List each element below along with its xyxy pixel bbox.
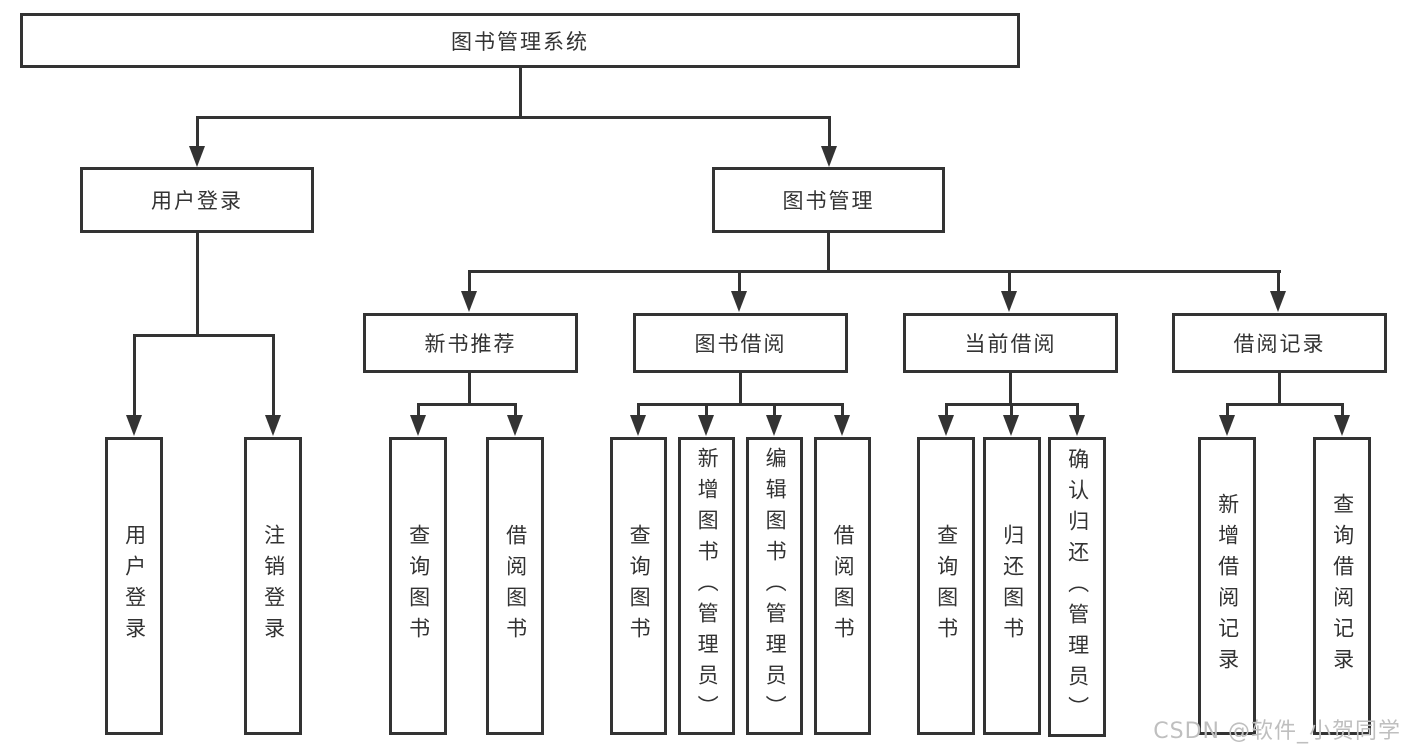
leaf-query-books-current-label: 查询图书 bbox=[934, 524, 959, 648]
connector-line bbox=[739, 373, 742, 406]
connector-line bbox=[196, 116, 199, 148]
leaf-query-books-recommend-label: 查询图书 bbox=[406, 524, 431, 648]
connector-line bbox=[519, 68, 522, 118]
connector-line bbox=[468, 373, 471, 406]
connector-line bbox=[1277, 270, 1280, 294]
connector-line bbox=[945, 403, 948, 418]
connector-line bbox=[841, 403, 844, 418]
arrow-down-icon bbox=[1334, 415, 1350, 436]
arrow-down-icon bbox=[126, 415, 142, 436]
connector-line bbox=[468, 270, 1281, 273]
connector-line bbox=[1226, 403, 1344, 406]
connector-line bbox=[637, 403, 640, 418]
connector-line bbox=[272, 334, 275, 417]
leaf-borrow-books: 借阅图书 bbox=[814, 437, 871, 735]
leaf-logout-login-label: 注销登录 bbox=[261, 524, 286, 648]
node-new-book-recommend: 新书推荐 bbox=[363, 313, 578, 373]
leaf-return-books: 归还图书 bbox=[983, 437, 1041, 735]
connector-line bbox=[196, 116, 831, 119]
connector-line bbox=[1341, 403, 1344, 418]
connector-line bbox=[637, 403, 844, 406]
arrow-down-icon bbox=[630, 415, 646, 436]
leaf-confirm-return-admin: 确认归还（管理员） bbox=[1048, 437, 1106, 737]
arrow-down-icon bbox=[1270, 291, 1286, 312]
leaf-edit-books-admin: 编辑图书（管理员） bbox=[746, 437, 803, 735]
arrow-down-icon bbox=[1069, 415, 1085, 436]
node-borrow-records: 借阅记录 bbox=[1172, 313, 1387, 373]
connector-line bbox=[468, 270, 471, 294]
node-user-login-label: 用户登录 bbox=[151, 189, 243, 213]
leaf-borrow-books-recommend: 借阅图书 bbox=[486, 437, 544, 735]
node-current-borrow: 当前借阅 bbox=[903, 313, 1118, 373]
leaf-query-books-borrow: 查询图书 bbox=[610, 437, 667, 735]
csdn-watermark: CSDN @软件_小贺同学 bbox=[1153, 719, 1401, 744]
arrow-down-icon bbox=[410, 415, 426, 436]
node-book-management: 图书管理 bbox=[712, 167, 945, 233]
connector-line bbox=[705, 403, 708, 418]
arrow-down-icon bbox=[834, 415, 850, 436]
node-book-borrow-label: 图书借阅 bbox=[694, 332, 787, 356]
leaf-borrow-books-label: 借阅图书 bbox=[831, 524, 856, 648]
leaf-add-books-admin: 新增图书（管理员） bbox=[678, 437, 735, 735]
arrow-down-icon bbox=[731, 291, 747, 312]
connector-line bbox=[738, 270, 741, 294]
connector-line bbox=[1010, 403, 1013, 418]
leaf-borrow-books-recommend-label: 借阅图书 bbox=[503, 524, 528, 648]
node-new-book-recommend-label: 新书推荐 bbox=[424, 332, 517, 356]
node-borrow-records-label: 借阅记录 bbox=[1233, 332, 1326, 356]
leaf-query-borrow-record: 查询借阅记录 bbox=[1313, 437, 1371, 735]
leaf-add-borrow-record-label: 新增借阅记录 bbox=[1215, 493, 1240, 679]
arrow-down-icon bbox=[461, 291, 477, 312]
connector-line bbox=[133, 334, 136, 417]
arrow-down-icon bbox=[507, 415, 523, 436]
connector-line bbox=[1226, 403, 1229, 418]
leaf-query-books-current: 查询图书 bbox=[917, 437, 975, 735]
leaf-confirm-return-admin-label: 确认归还（管理员） bbox=[1065, 447, 1090, 727]
leaf-logout-login: 注销登录 bbox=[244, 437, 302, 735]
leaf-user-login-label: 用户登录 bbox=[122, 524, 147, 648]
arrow-down-icon bbox=[265, 415, 281, 436]
arrow-down-icon bbox=[698, 415, 714, 436]
leaf-edit-books-admin-label: 编辑图书（管理员） bbox=[763, 446, 788, 726]
connector-line bbox=[773, 403, 776, 418]
node-user-login: 用户登录 bbox=[80, 167, 314, 233]
leaf-add-borrow-record: 新增借阅记录 bbox=[1198, 437, 1256, 735]
leaf-query-books-recommend: 查询图书 bbox=[389, 437, 447, 735]
arrow-down-icon bbox=[1001, 291, 1017, 312]
arrow-down-icon bbox=[766, 415, 782, 436]
arrow-down-icon bbox=[189, 146, 205, 167]
node-root-label: 图书管理系统 bbox=[451, 29, 589, 54]
leaf-query-borrow-record-label: 查询借阅记录 bbox=[1330, 493, 1355, 679]
connector-line bbox=[196, 233, 199, 336]
connector-line bbox=[1009, 373, 1012, 406]
arrow-down-icon bbox=[1219, 415, 1235, 436]
connector-line bbox=[828, 116, 831, 148]
node-book-management-label: 图书管理 bbox=[782, 189, 875, 213]
node-current-borrow-label: 当前借阅 bbox=[964, 332, 1057, 356]
connector-line bbox=[1008, 270, 1011, 294]
connector-line bbox=[133, 334, 275, 337]
connector-line bbox=[417, 403, 420, 418]
node-book-borrow: 图书借阅 bbox=[633, 313, 848, 373]
leaf-add-books-admin-label: 新增图书（管理员） bbox=[695, 446, 720, 726]
node-root: 图书管理系统 bbox=[20, 13, 1020, 68]
connector-line bbox=[514, 403, 517, 418]
arrow-down-icon bbox=[1003, 415, 1019, 436]
connector-line bbox=[1076, 403, 1079, 418]
connector-line bbox=[827, 233, 830, 273]
leaf-query-books-borrow-label: 查询图书 bbox=[627, 524, 652, 648]
connector-line bbox=[1278, 373, 1281, 406]
arrow-down-icon bbox=[821, 146, 837, 167]
leaf-user-login: 用户登录 bbox=[105, 437, 163, 735]
leaf-return-books-label: 归还图书 bbox=[1000, 524, 1025, 648]
connector-line bbox=[417, 403, 517, 406]
arrow-down-icon bbox=[938, 415, 954, 436]
